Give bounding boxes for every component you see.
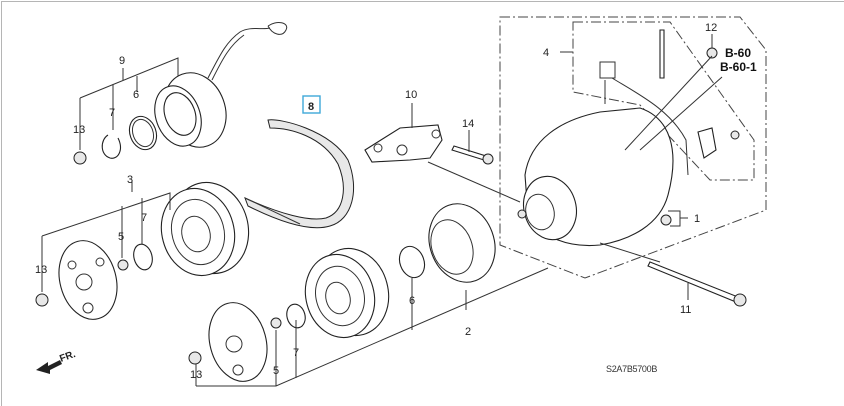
shim-5-mid[interactable] — [117, 259, 129, 271]
callout-11[interactable]: 11 — [680, 304, 691, 316]
reference-label-b60[interactable]: B-60 — [725, 46, 751, 60]
callout-13[interactable]: 13 — [73, 124, 85, 136]
field-coil[interactable] — [147, 22, 288, 156]
snap-ring-7-top[interactable] — [101, 134, 121, 159]
callout-6[interactable]: 6 — [409, 295, 415, 307]
diagram-code: S2A7B5700B — [606, 364, 657, 374]
valve-set-box — [572, 21, 755, 181]
callout-1[interactable]: 1 — [694, 213, 700, 225]
compressor-body[interactable] — [517, 61, 689, 247]
leader-11 — [599, 242, 689, 300]
callout-8[interactable]: 8 — [308, 101, 314, 113]
callout-10[interactable]: 10 — [405, 89, 417, 101]
callout-7[interactable]: 7 — [109, 107, 115, 119]
nut-13-bottom[interactable] — [188, 351, 202, 365]
snap-ring-7-mid[interactable] — [131, 242, 155, 272]
callout-13[interactable]: 13 — [35, 264, 47, 276]
drive-belt[interactable] — [244, 119, 355, 229]
callout-3[interactable]: 3 — [127, 174, 133, 186]
shim-5-bottom[interactable] — [270, 317, 282, 329]
armature-plate-bottom[interactable] — [201, 296, 276, 388]
pulley-2[interactable] — [296, 240, 398, 345]
direction-label: FR. — [58, 349, 77, 365]
fitting-1[interactable] — [660, 214, 672, 226]
callout-13[interactable]: 13 — [190, 369, 202, 381]
callout-12[interactable]: 12 — [705, 22, 717, 34]
highlighted-callout-box — [302, 95, 321, 114]
leader-1 — [668, 210, 688, 227]
callout-2[interactable]: 2 — [465, 326, 471, 338]
front-direction-arrow: FR. — [36, 349, 77, 374]
callout-5[interactable]: 5 — [273, 365, 279, 377]
valve-bolt[interactable] — [659, 29, 665, 79]
tensioner-bracket[interactable] — [364, 124, 443, 163]
snap-ring-7-bottom[interactable] — [284, 302, 308, 330]
bracket-clip[interactable] — [697, 127, 740, 159]
snap-ring-6-top[interactable] — [125, 113, 161, 154]
nut-13-mid[interactable] — [35, 293, 49, 307]
callout-7[interactable]: 7 — [141, 212, 147, 224]
leader-2 — [195, 267, 549, 387]
leader-3 — [41, 180, 171, 292]
leader-9 — [79, 57, 179, 150]
bolt-14[interactable] — [451, 145, 494, 165]
callout-6[interactable]: 6 — [133, 89, 139, 101]
bracket-to-compressor-line — [427, 161, 521, 203]
callout-4[interactable]: 4 — [543, 47, 549, 59]
reference-label-b60-1[interactable]: B-60-1 — [720, 60, 757, 74]
nut-13-top[interactable] — [73, 151, 87, 165]
callout-7[interactable]: 7 — [293, 347, 299, 359]
callout-14[interactable]: 14 — [462, 118, 474, 130]
frame-left-border — [1, 1, 2, 406]
armature-plate-mid[interactable] — [51, 234, 126, 326]
callout-5[interactable]: 5 — [118, 231, 124, 243]
pulley-3[interactable] — [152, 174, 259, 284]
compressor-set-box — [499, 16, 767, 279]
long-bolt-11[interactable] — [647, 261, 747, 307]
callout-9[interactable]: 9 — [119, 55, 125, 67]
arrow-to-b60 — [624, 55, 723, 151]
snap-ring-6-bottom[interactable] — [395, 243, 428, 281]
frame-top-border — [1, 1, 844, 2]
field-coil-2[interactable] — [418, 194, 506, 291]
